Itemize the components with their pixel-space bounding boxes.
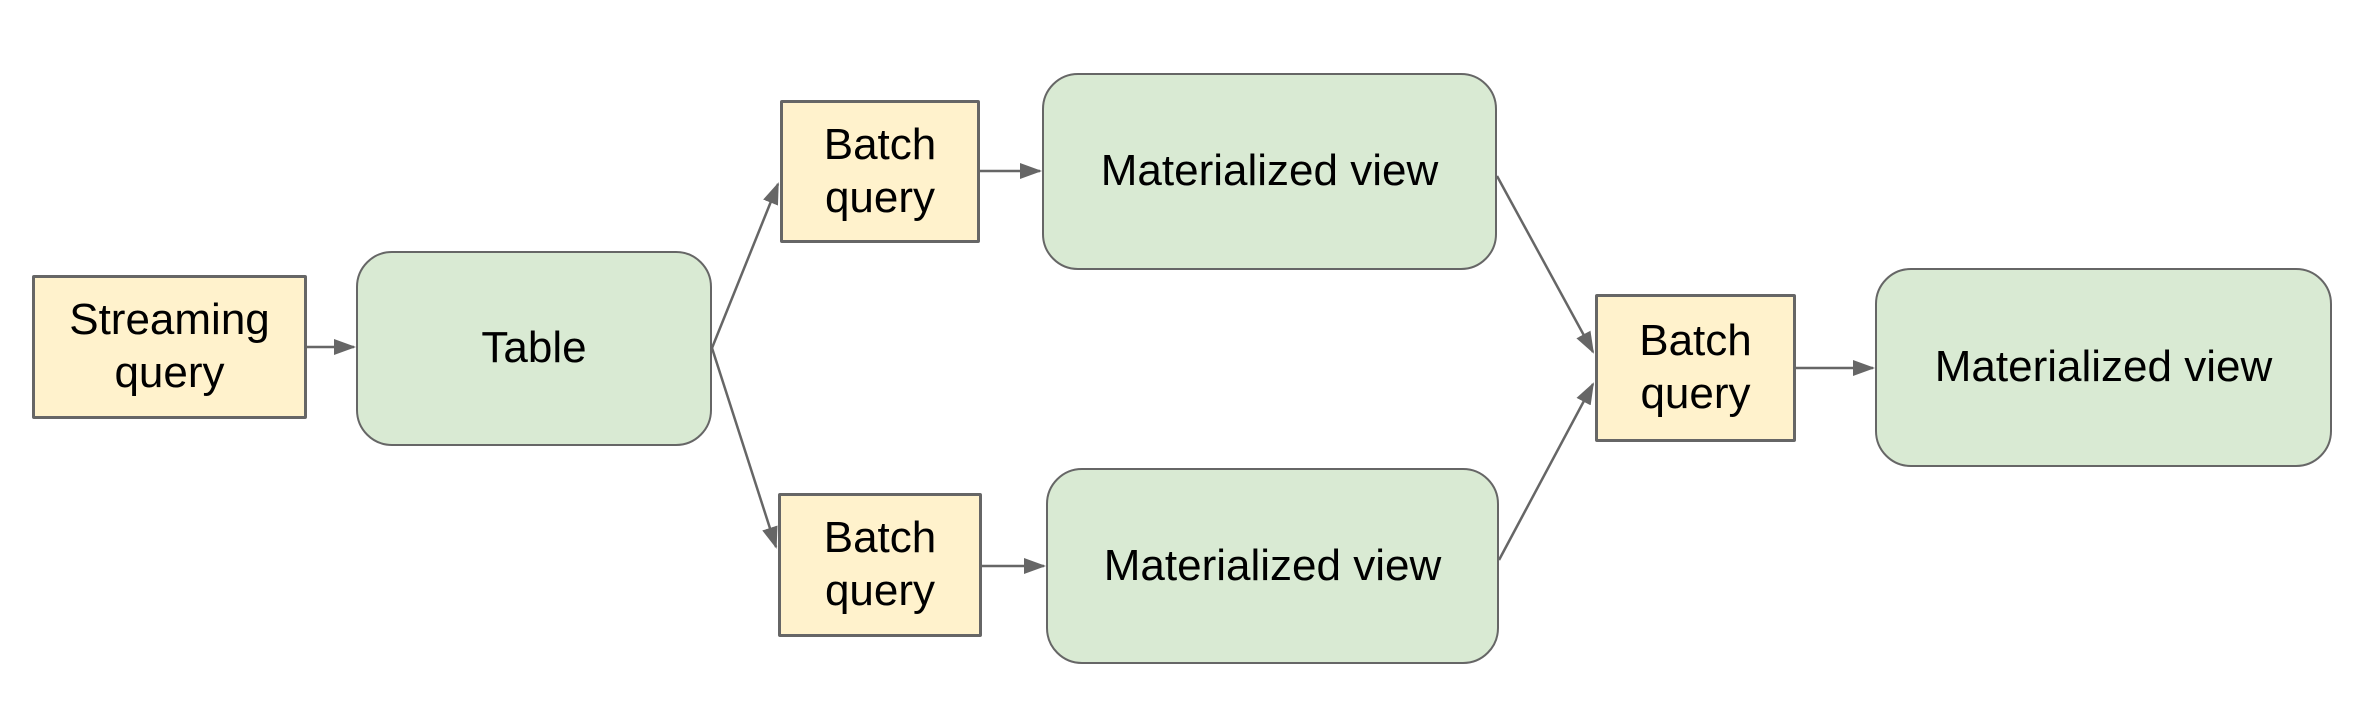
node-label-materialized-view-bottom: Materialized view [1103, 540, 1442, 590]
node-table: Table [356, 251, 712, 446]
edge-table-to-batch-query-top [710, 182, 780, 349]
edge-materialized-view-top-to-batch-query-right [1495, 175, 1595, 354]
node-label-materialized-view-right: Materialized view [1934, 342, 2273, 392]
node-streaming-query: Streaming query [32, 275, 307, 419]
node-batch-query-right: Batch query [1595, 294, 1796, 442]
node-label-batch-query-right: Batch query [1639, 316, 1752, 418]
node-label-materialized-view-top: Materialized view [1100, 146, 1439, 196]
node-label-table: Table [481, 323, 587, 373]
node-materialized-view-right: Materialized view [1875, 268, 2332, 467]
node-materialized-view-bottom: Materialized view [1046, 468, 1499, 664]
node-label-batch-query-bottom: Batch query [823, 513, 937, 615]
node-label-batch-query-top: Batch query [823, 119, 937, 222]
node-label-streaming-query: Streaming query [69, 295, 270, 397]
node-materialized-view-top: Materialized view [1042, 73, 1497, 270]
node-batch-query-top: Batch query [780, 100, 980, 243]
edge-materialized-view-bottom-to-batch-query-right [1497, 382, 1595, 561]
node-batch-query-bottom: Batch query [778, 493, 982, 637]
edge-table-to-batch-query-bottom [710, 347, 778, 549]
